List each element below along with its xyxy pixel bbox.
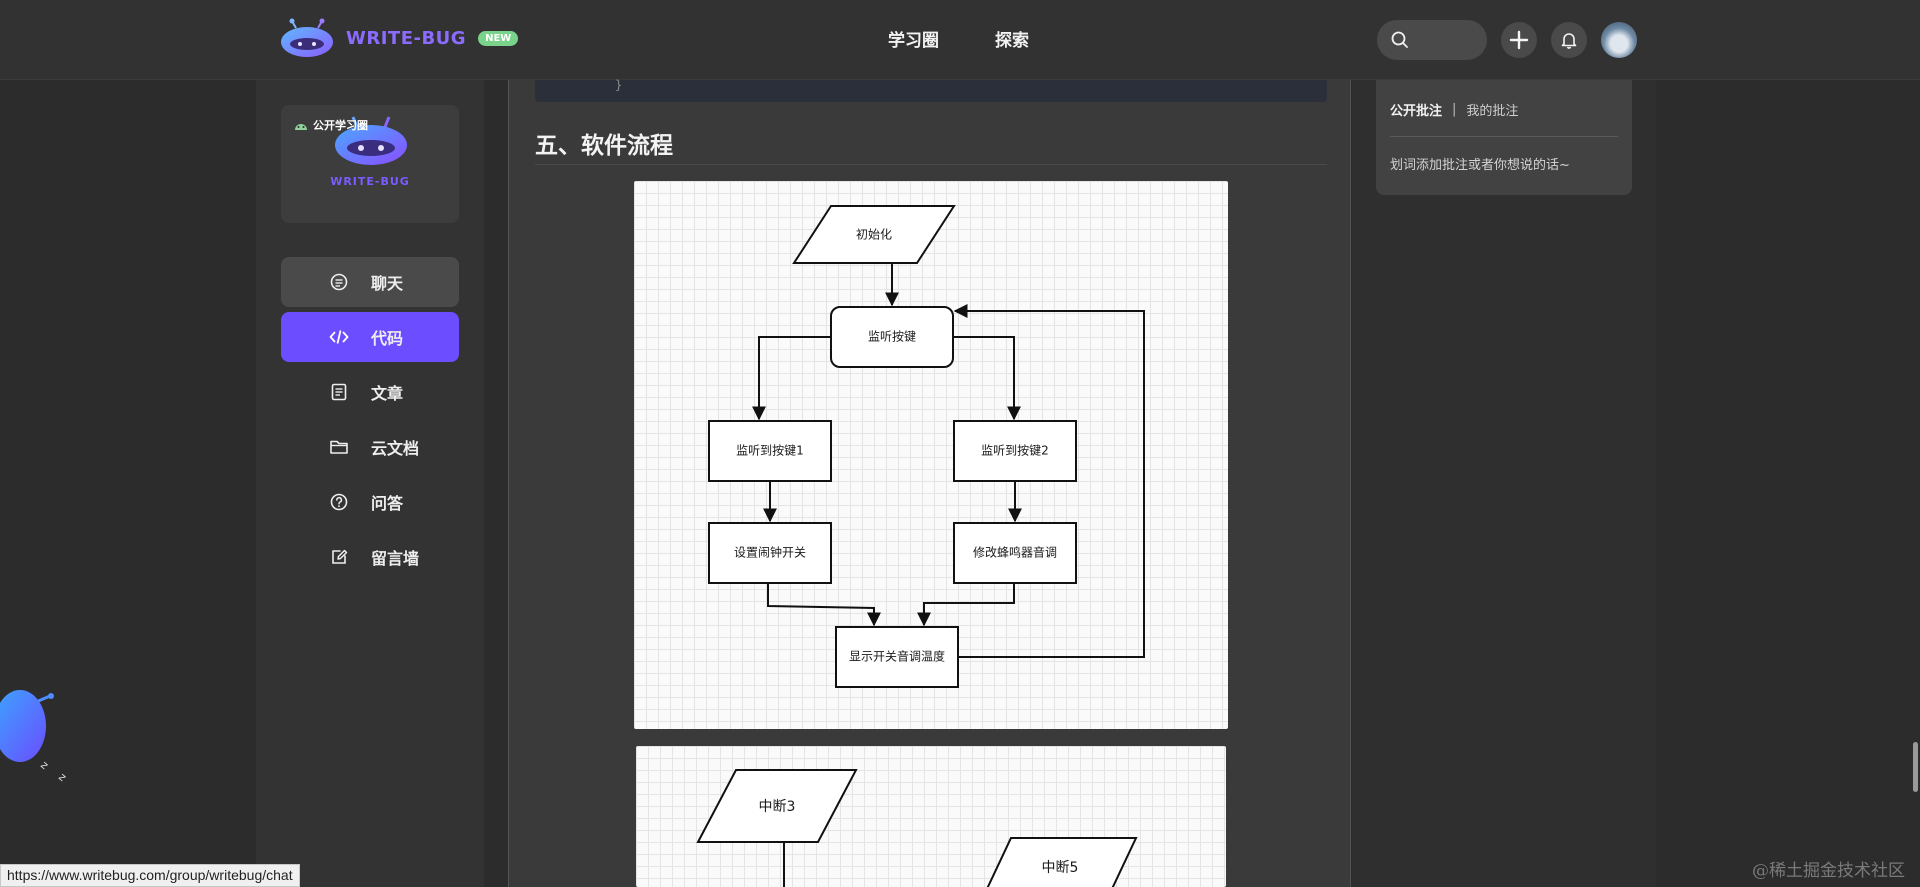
- nav-explore[interactable]: 探索: [995, 31, 1029, 51]
- sidebar-menu: 聊天 代码 文章 云文档: [281, 257, 459, 587]
- sidebar-item-label: 代码: [371, 329, 404, 348]
- flowchart-image-1: 初始化 监听按键 监听到按键1 监听到按键2 设置闹钟开关 修改蜂鸣器音调 显示…: [634, 181, 1228, 729]
- sidebar-item-qa[interactable]: 问答: [281, 477, 459, 527]
- flow-label-int3: 中断3: [759, 799, 796, 815]
- link-preview-status-bar: https://www.writebug.com/group/writebug/…: [0, 864, 300, 887]
- flow-edge-buzzer-display: [917, 583, 1015, 627]
- search-input[interactable]: [1377, 20, 1487, 60]
- flow-label-listen: 监听按键: [868, 330, 916, 344]
- annotation-hint: 划词添加批注或者你想说的话~: [1390, 158, 1570, 173]
- user-avatar[interactable]: [1601, 22, 1637, 58]
- sidebar-item-message-wall[interactable]: 留言墙: [281, 532, 459, 582]
- sidebar-item-cloud-docs[interactable]: 云文档: [281, 422, 459, 472]
- svg-text:z: z: [38, 758, 51, 772]
- chat-icon: [330, 273, 348, 291]
- search-icon: [1391, 31, 1408, 48]
- sidebar-item-label: 文章: [371, 384, 404, 403]
- flow-node-display: [835, 626, 959, 688]
- top-navigation-bar: WRITE-BUG NEW 学习圈 探索: [0, 0, 1920, 80]
- document-icon: [331, 383, 347, 401]
- annotation-divider: [1390, 136, 1618, 137]
- flowchart-image-2: 中断3 中断5: [636, 746, 1226, 887]
- left-sidebar: 公开学习圈 WRITE-BUG 聊天 代码: [256, 80, 484, 887]
- flow-node-int3: [696, 769, 858, 843]
- code-line: }: [615, 78, 623, 92]
- bell-icon: [1561, 33, 1577, 49]
- flow-label-init: 初始化: [856, 228, 892, 242]
- code-block-tail: }: [535, 78, 1327, 102]
- watermark: @稀土掘金技术社区: [1752, 861, 1905, 881]
- sleeping-mascot-icon[interactable]: z z: [0, 668, 72, 792]
- folder-icon: [330, 440, 348, 454]
- main-nav: 学习圈 探索: [888, 26, 1029, 51]
- section-heading: 五、软件流程: [535, 133, 673, 159]
- new-badge: NEW: [478, 30, 519, 46]
- logo[interactable]: WRITE-BUG NEW: [280, 18, 519, 58]
- article-content: } 五、软件流程: [508, 78, 1351, 887]
- flow-label-buzzer: 修改蜂鸣器音调: [973, 545, 1057, 560]
- edit-icon: [332, 549, 348, 564]
- flow-edge-alarm-display: [767, 583, 881, 627]
- flow-label-alarm: 设置闹钟开关: [734, 545, 806, 560]
- tab-public-annotations[interactable]: 公开批注: [1390, 104, 1443, 119]
- nav-learning-circle[interactable]: 学习圈: [888, 31, 939, 51]
- sidebar-item-chat[interactable]: 聊天: [281, 257, 459, 307]
- flow-node-alarm: [708, 522, 832, 584]
- flow-label-int5: 中断5: [1042, 860, 1079, 876]
- group-card[interactable]: 公开学习圈 WRITE-BUG: [281, 105, 459, 223]
- flowchart-2-diagram: 中断3 中断5: [696, 769, 1138, 887]
- page-scrollbar-thumb[interactable]: [1913, 742, 1918, 792]
- heading-divider: [535, 164, 1327, 165]
- sidebar-item-label: 云文档: [371, 439, 420, 458]
- page-scrollbar-track[interactable]: [1905, 80, 1920, 887]
- flow-node-buzzer: [953, 522, 1077, 584]
- flowchart-1-diagram: 初始化 监听按键 监听到按键1 监听到按键2 设置闹钟开关 修改蜂鸣器音调 显示…: [708, 205, 1145, 688]
- flow-edge-listen-key1: [752, 336, 831, 421]
- flow-label-key1: 监听到按键1: [736, 444, 804, 458]
- brand-name: WRITE-BUG: [346, 27, 467, 49]
- android-icon: [295, 124, 307, 130]
- sidebar-item-label: 聊天: [371, 274, 404, 293]
- flow-edge-listen-key2: [953, 336, 1021, 421]
- plus-icon: [1509, 30, 1529, 50]
- header-actions: [1377, 20, 1637, 60]
- code-icon: [329, 330, 349, 344]
- annotation-card: 公开批注 | 我的批注 划词添加批注或者你想说的话~: [1376, 80, 1632, 195]
- flow-edge-display-listen: [953, 304, 1145, 658]
- flow-node-init: [792, 205, 956, 264]
- notifications-button[interactable]: [1551, 22, 1587, 58]
- annotation-panel: 公开批注 | 我的批注 划词添加批注或者你想说的话~: [1352, 80, 1656, 887]
- flow-node-int5: [986, 837, 1138, 887]
- svg-text:z: z: [56, 770, 69, 784]
- question-icon: [330, 493, 348, 511]
- tab-separator: |: [1452, 102, 1457, 117]
- annotation-tabs: 公开批注 | 我的批注: [1390, 100, 1518, 119]
- sidebar-item-articles[interactable]: 文章: [281, 367, 459, 417]
- sidebar-item-code[interactable]: 代码: [281, 312, 459, 362]
- bug-mascot-logo-icon: [281, 18, 333, 57]
- group-mascot-image: [335, 116, 407, 165]
- add-button[interactable]: [1501, 22, 1537, 58]
- public-group-tag: 公开学习圈: [293, 117, 368, 133]
- group-wordmark: WRITE-BUG: [330, 175, 410, 188]
- flow-label-display: 显示开关音调温度: [849, 649, 945, 664]
- sidebar-item-label: 留言墙: [371, 549, 420, 568]
- flow-label-key2: 监听到按键2: [981, 444, 1049, 458]
- flow-node-key1: [708, 420, 832, 482]
- sidebar-item-label: 问答: [371, 494, 404, 513]
- flow-node-key2: [953, 420, 1077, 482]
- tab-my-annotations[interactable]: 我的批注: [1466, 104, 1519, 119]
- group-tag-label: 公开学习圈: [313, 119, 368, 132]
